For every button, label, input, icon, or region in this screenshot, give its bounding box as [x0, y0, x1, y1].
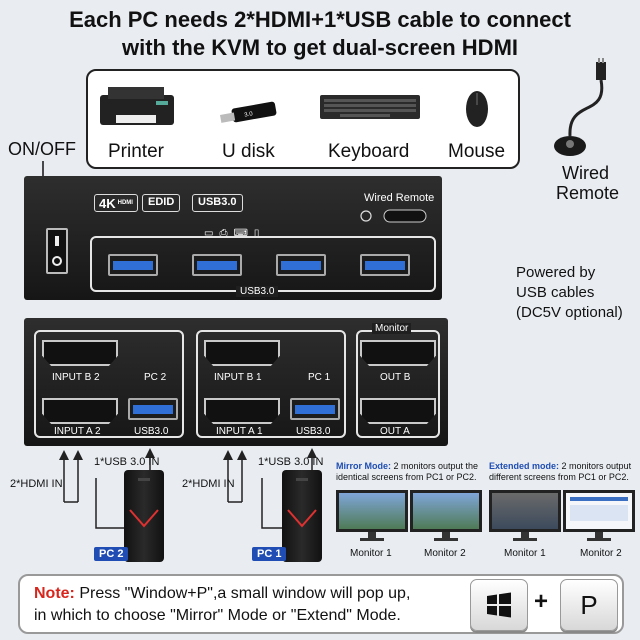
device-icons-row: ▭⎙⌨▯	[204, 228, 266, 239]
kvm-front-panel: 4K HDMI EDID USB3.0 Wired Remote ▭⎙⌨▯ US…	[24, 176, 442, 300]
mirror-mode-title: Mirror Mode:	[336, 461, 391, 471]
hdmi-input-b1[interactable]	[204, 340, 280, 366]
extend-mode-desc-1: 2 monitors output	[561, 461, 632, 471]
printer-icon	[96, 85, 178, 129]
power-note-1: Powered by	[516, 264, 596, 281]
pc2-label: PC 2	[144, 372, 167, 383]
hdmi-out-b[interactable]	[360, 340, 436, 366]
front-usb-port-3[interactable]	[276, 254, 326, 276]
mouse-label: Mouse	[448, 141, 506, 162]
hdmi-out-a[interactable]	[360, 398, 436, 424]
usb-pc1-port[interactable]	[290, 398, 340, 420]
note-label: Note:	[34, 585, 75, 602]
extend-mode-desc-2: different screens from PC1 or PC2.	[489, 472, 629, 482]
input-b2-label: INPUT B 2	[52, 372, 100, 383]
usb-pc2-label: USB3.0	[134, 426, 169, 437]
usb-pc2-port[interactable]	[128, 398, 178, 420]
remote-port-icon	[358, 208, 430, 224]
power-switch[interactable]	[46, 228, 68, 274]
extend-monitor-2	[563, 490, 635, 532]
usb-pc2-cable-label: 1*USB 3.0 IN	[94, 456, 160, 468]
usb-disk-label: U disk	[222, 141, 275, 162]
monitor-stands	[360, 532, 611, 541]
mirror-monitor-1-label: Monitor 1	[350, 548, 392, 559]
keyboard-label: Keyboard	[328, 141, 410, 162]
pc2-tower-icon	[124, 470, 164, 562]
headline-line-2: with the KVM to get dual-screen HDMI	[121, 35, 519, 60]
note-line-1: Note: Press "Window+P",a small window wi…	[34, 585, 410, 603]
windows-key	[470, 579, 528, 631]
peripherals-panel: Printer 3.0 U disk Keyboard Mouse	[86, 69, 520, 169]
hdmi-pc2-cable-label: 2*HDMI IN	[10, 478, 63, 490]
hdmi-input-b2[interactable]	[42, 340, 118, 366]
hdmi-pc1-cable-label: 2*HDMI IN	[182, 478, 235, 490]
onoff-label: ON/OFF	[8, 139, 76, 159]
extend-mode-title: Extended mode:	[489, 461, 560, 471]
hdmi-input-a2[interactable]	[42, 398, 118, 424]
mirror-monitor-2	[410, 490, 482, 532]
front-usb-port-4[interactable]	[360, 254, 410, 276]
remote-label-2: Remote	[556, 183, 620, 203]
mouse-icon	[464, 85, 490, 129]
out-a-label: OUT A	[380, 426, 410, 437]
extend-monitor-1	[489, 490, 561, 532]
printer-label: Printer	[108, 141, 164, 162]
power-note-3: (DC5V optional)	[516, 304, 623, 321]
badge-edid: EDID	[142, 194, 181, 212]
mirror-monitor-1	[336, 490, 408, 532]
headline-line-1: Each PC needs 2*HDMI+1*USB cable to conn…	[69, 7, 571, 32]
remote-label-1: Wired	[562, 163, 610, 183]
extend-monitor-2-label: Monitor 2	[580, 548, 622, 559]
pc2-port-group	[34, 330, 184, 438]
note-panel: Note: Press "Window+P",a small window wi…	[18, 574, 624, 634]
usb-pc1-label: USB3.0	[296, 426, 331, 437]
power-note-2: USB cables	[516, 284, 595, 301]
mirror-mode-desc: Mirror Mode: 2 monitors output the ident…	[336, 461, 486, 483]
mirror-monitor-2-label: Monitor 2	[424, 548, 466, 559]
badge-4k-text: 4K	[99, 195, 116, 211]
monitor-label: Monitor	[372, 323, 412, 334]
input-a1-label: INPUT A 1	[216, 426, 263, 437]
plus-sign: +	[534, 588, 549, 615]
wired-remote-icon	[548, 58, 618, 162]
extend-mode-desc: Extended mode: 2 monitors output differe…	[489, 461, 639, 483]
front-usb-port-1[interactable]	[108, 254, 158, 276]
badge-4k-sub: HDMI	[117, 200, 133, 206]
mirror-mode-desc-1: 2 monitors output the	[393, 461, 479, 471]
kvm-rear-panel: INPUT B 2 PC 2 INPUT A 2 USB3.0 INPUT B …	[24, 318, 448, 446]
usb-pc1-cable-label: 1*USB 3.0 IN	[258, 456, 324, 468]
usb-disk-icon: 3.0	[218, 99, 278, 125]
note-text-1: Press "Window+P",a small window will pop…	[74, 585, 411, 602]
wired-remote-port-label: Wired Remote	[364, 192, 435, 204]
extend-monitor-1-label: Monitor 1	[504, 548, 546, 559]
mirror-mode-desc-2: identical screens from PC1 or PC2.	[336, 472, 477, 482]
front-usb-label: USB3.0	[236, 286, 279, 297]
pc1-label: PC 1	[308, 372, 331, 383]
badge-4k: 4K HDMI	[94, 194, 138, 212]
pc1-tower-icon	[282, 470, 322, 562]
hdmi-input-a1[interactable]	[204, 398, 280, 424]
keyboard-icon	[320, 91, 420, 121]
input-a2-label: INPUT A 2	[54, 426, 101, 437]
out-b-label: OUT B	[380, 372, 411, 383]
svg-text:3.0: 3.0	[244, 111, 254, 118]
p-key: P	[560, 579, 618, 631]
windows-logo-icon	[487, 592, 511, 618]
front-usb-port-2[interactable]	[192, 254, 242, 276]
badge-usb3: USB3.0	[192, 194, 243, 212]
pc1-port-group	[196, 330, 346, 438]
pc2-badge: PC 2	[94, 547, 129, 561]
pc1-badge: PC 1	[252, 547, 287, 561]
note-text-2: in which to choose "Mirror" Mode or "Ext…	[34, 607, 401, 624]
input-b1-label: INPUT B 1	[214, 372, 262, 383]
power-note: Powered by USB cables (DC5V optional)	[516, 264, 623, 321]
